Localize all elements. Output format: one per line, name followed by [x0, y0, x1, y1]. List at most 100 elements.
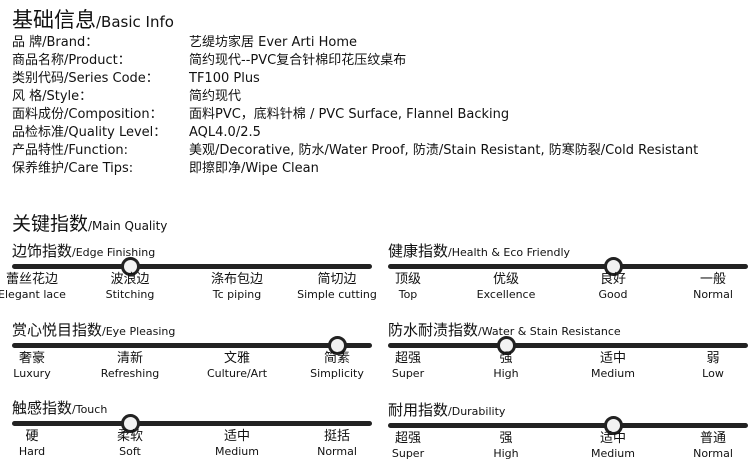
basic-info-heading: 基础信息/Basic Info: [12, 4, 174, 34]
info-value: 简约现代: [189, 89, 242, 104]
level-label-en: Medium: [591, 447, 635, 460]
info-label: 品检标准/Quality Level：: [12, 125, 167, 140]
info-value: 面料PVC，底料针棉 / PVC Surface, Flannel Backin…: [189, 107, 510, 122]
level-label-en: Stitching: [105, 288, 155, 301]
metric-title-en: /Touch: [72, 403, 108, 416]
basic-info-title-en: /Basic Info: [96, 13, 174, 31]
level-label-en: Normal: [317, 445, 357, 458]
level-label-cn: 超强: [394, 351, 421, 366]
metric-title: 健康指数/Health & Eco Friendly: [388, 240, 570, 261]
metric-indicator-knob: [328, 336, 347, 355]
level-label-cn: 适中: [223, 429, 250, 444]
level-label-cn: 柔软: [116, 429, 143, 444]
level-label-cn: 奢豪: [18, 351, 45, 366]
metric-title: 赏心悦目指数/Eye Pleasing: [12, 319, 175, 340]
level-label-cn: 普通: [699, 431, 726, 446]
level-label-cn: 适中: [599, 431, 626, 446]
level-label-en: Top: [398, 288, 418, 301]
info-label: 类别代码/Series Code：: [12, 71, 159, 86]
metric-title-cn: 赏心悦目指数: [12, 321, 103, 339]
metric-title-en: /Eye Pleasing: [102, 325, 176, 338]
level-label-cn: 弱: [706, 351, 720, 366]
info-value: TF100 Plus: [189, 71, 260, 86]
metric-indicator-knob: [121, 257, 140, 276]
main-quality-title-en: /Main Quality: [88, 219, 168, 233]
level-label-en: Hard: [18, 445, 46, 458]
metric-title: 边饰指数/Edge Finishing: [12, 240, 155, 261]
level-label-en: Normal: [693, 447, 733, 460]
metric-title: 耐用指数/Durability: [388, 399, 505, 420]
metric-title-cn: 防水耐渍指数: [388, 321, 479, 339]
metric-title-en: /Durability: [448, 405, 506, 418]
info-value: 即擦即净/Wipe Clean: [189, 161, 319, 176]
level-label-en: Tc piping: [212, 288, 262, 301]
metric-title-cn: 健康指数: [388, 242, 449, 260]
level-label-cn: 简素: [323, 351, 350, 366]
info-label: 商品名称/Product：: [12, 53, 131, 68]
level-label-en: Super: [391, 367, 425, 380]
metric-title: 防水耐渍指数/Water & Stain Resistance: [388, 319, 621, 340]
level-label-cn: 清新: [116, 351, 143, 366]
level-label-cn: 文雅: [223, 351, 250, 366]
level-label-en: Culture/Art: [206, 367, 268, 380]
level-label-en: Soft: [119, 445, 141, 458]
metric-scale-bar: [12, 343, 372, 348]
metric-scale-bar: [388, 343, 748, 348]
level-label-en: Luxury: [13, 367, 51, 380]
level-label-cn: 涤布包边: [210, 272, 263, 287]
metric-title-en: /Health & Eco Friendly: [448, 246, 571, 259]
level-label-cn: 强: [499, 351, 513, 366]
level-label-en: Refreshing: [100, 367, 160, 380]
metric-title-en: /Water & Stain Resistance: [478, 325, 621, 338]
level-label-en: Elegant lace: [0, 288, 66, 301]
level-label-en: Good: [598, 288, 628, 301]
info-label: 品 牌/Brand：: [12, 35, 99, 50]
metric-scale-bar: [12, 421, 372, 426]
metric-title-en: /Edge Finishing: [72, 246, 156, 259]
level-label-en: Medium: [215, 445, 259, 458]
info-label: 风 格/Style：: [12, 89, 93, 104]
level-label-en: Super: [391, 447, 425, 460]
basic-info-title-cn: 基础信息: [12, 8, 96, 32]
level-label-en: High: [493, 367, 519, 380]
level-label-cn: 一般: [699, 272, 726, 287]
level-label-en: Medium: [591, 367, 635, 380]
metric-scale-bar: [388, 423, 748, 428]
metric-title-cn: 边饰指数: [12, 242, 73, 260]
info-value: AQL4.0/2.5: [189, 125, 261, 140]
metric-title-cn: 触感指数: [12, 399, 73, 417]
metric-indicator-knob: [604, 257, 623, 276]
level-label-cn: 简切边: [317, 272, 357, 287]
level-label-cn: 强: [499, 431, 513, 446]
info-value: 简约现代--PVC复合针棉印花压纹桌布: [189, 53, 407, 68]
level-label-en: Excellence: [476, 288, 536, 301]
level-label-cn: 蕾丝花边: [5, 272, 58, 287]
level-label-en: Low: [702, 367, 724, 380]
level-label-en: High: [493, 447, 519, 460]
